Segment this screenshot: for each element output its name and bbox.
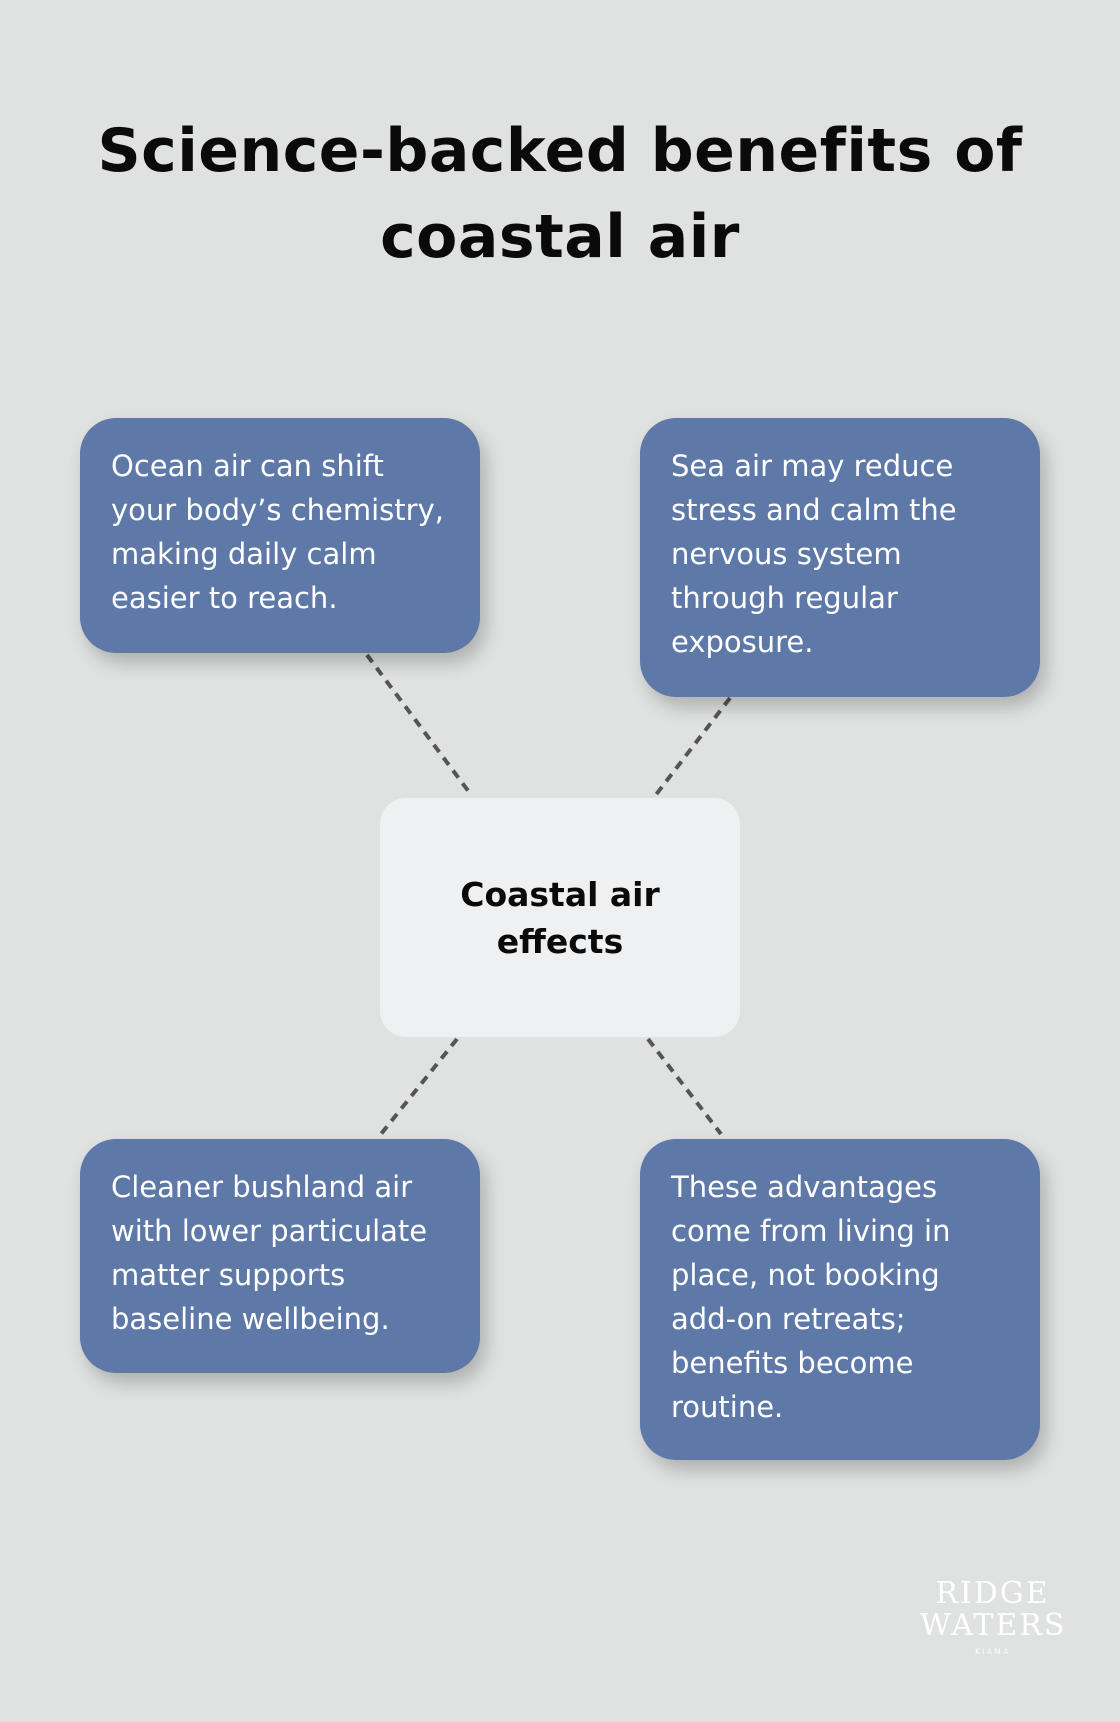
logo-line-1: RIDGE [935,1576,1050,1611]
title-line-1: Science-backed benefits of [97,116,1023,186]
node-bottom-right: These advantages come from living in pla… [640,1139,1040,1460]
page-title: Science-backed benefits of coastal air [0,108,1120,280]
title-line-2: coastal air [380,202,740,272]
node-text: Sea air may reduce stress and calm the n… [671,449,957,659]
center-node: Coastal air effects [380,798,740,1037]
ridge-waters-logo: RIDGE WATERS KIAMA [920,1576,1067,1657]
connector-2 [653,696,732,798]
node-text: Ocean air can shift your body’s chemistr… [111,449,444,615]
connector-4 [646,1037,723,1136]
node-bottom-left: Cleaner bushland air with lower particul… [80,1139,480,1373]
center-line-1: Coastal air [460,874,660,914]
connector-3 [379,1037,459,1136]
connector-1 [365,653,474,798]
node-text: Cleaner bushland air with lower particul… [111,1170,428,1336]
node-top-right: Sea air may reduce stress and calm the n… [640,418,1040,697]
logo-line-3: KIAMA [974,1648,1011,1656]
node-text: These advantages come from living in pla… [671,1170,951,1424]
logo-line-2: WATERS [920,1608,1067,1643]
center-line-2: effects [496,921,624,961]
node-top-left: Ocean air can shift your body’s chemistr… [80,418,480,653]
